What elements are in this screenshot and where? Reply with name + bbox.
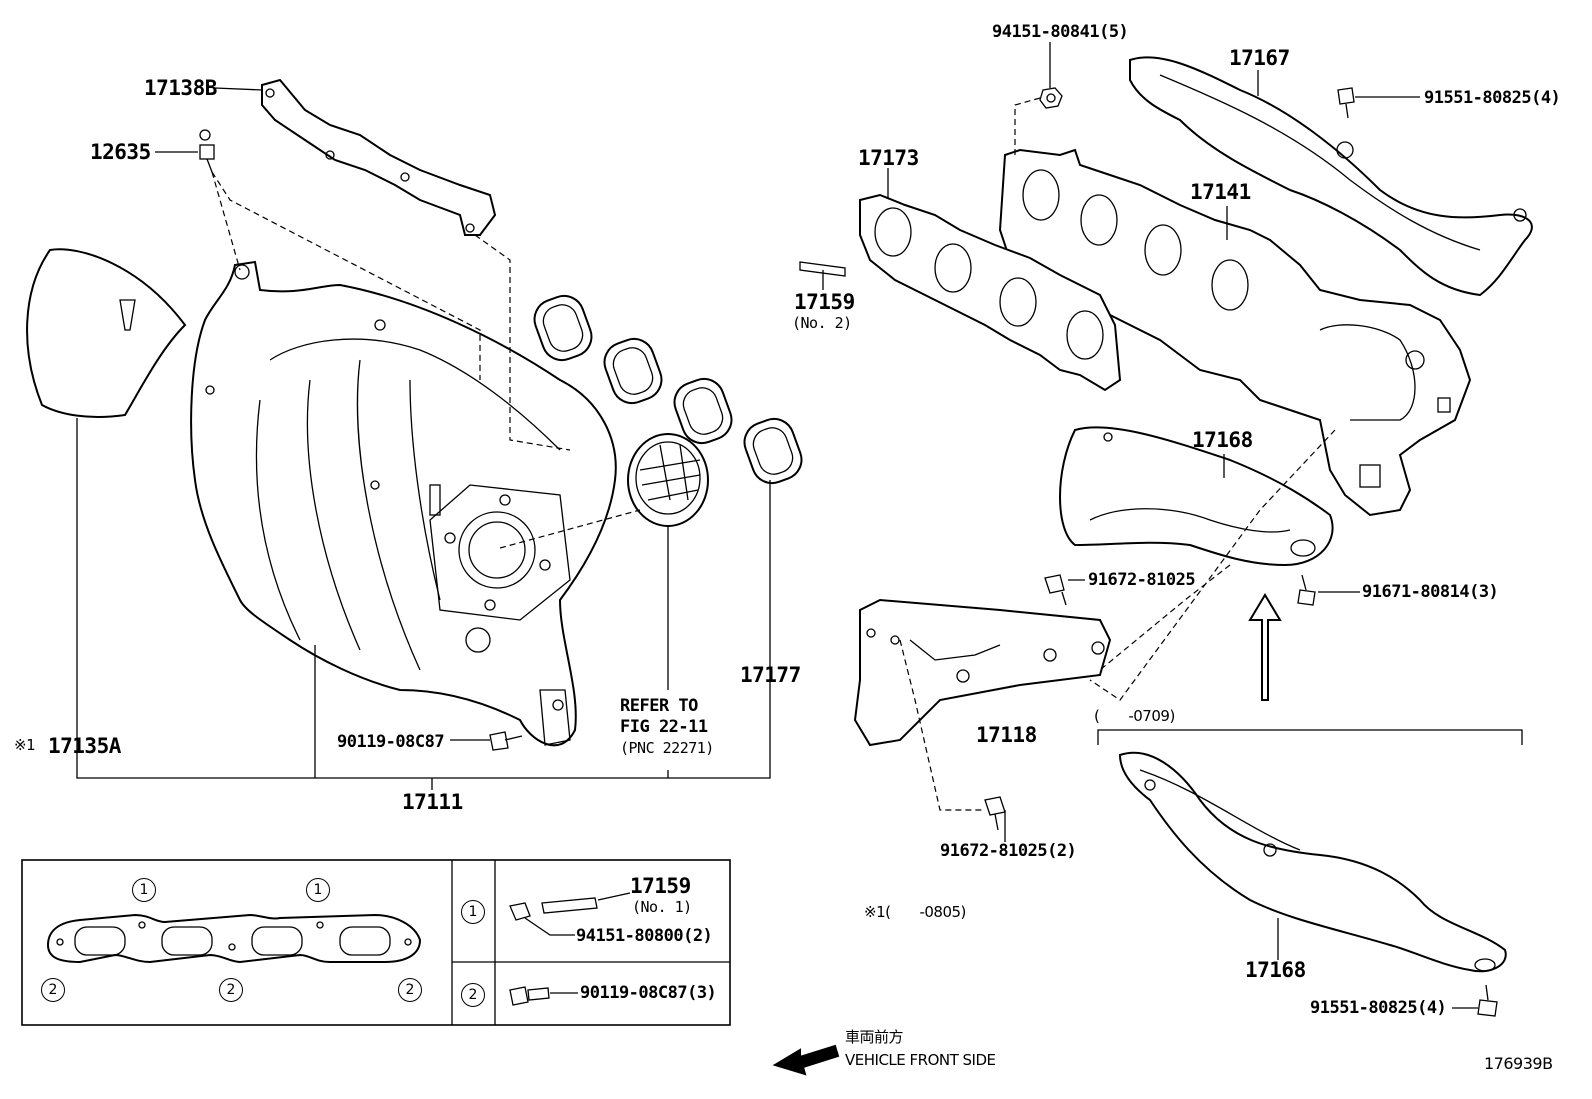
label-17159-top: 17159: [794, 290, 855, 314]
direction-en: VEHICLE FRONT SIDE: [845, 1051, 996, 1069]
refer-line-2: FIG 22-11: [620, 717, 708, 737]
gasket-17177: [533, 294, 803, 485]
legend-90119-08C87: 90119-08C87(3): [580, 983, 717, 1003]
legend-row-1-marker: 1: [461, 900, 485, 924]
label-91672-81025-b: 91672-81025(2): [940, 841, 1077, 861]
legend-row-2-marker: 2: [461, 983, 485, 1007]
arrow-up-icon: [1248, 593, 1282, 701]
heat-insulator-17168-top: [1059, 426, 1334, 567]
label-17177: 17177: [740, 663, 801, 687]
heat-insulator-17168-bottom: [1118, 751, 1507, 973]
bracket-17138B: [261, 78, 497, 236]
figure-id: 176939B: [1484, 1054, 1553, 1073]
engine-cover-17135A: [26, 248, 187, 418]
legend-circle-1a: 1: [132, 878, 156, 902]
label-12635: 12635: [90, 140, 151, 164]
exhaust-stay-17118: [853, 598, 1112, 747]
legend-box: [21, 859, 731, 1026]
label-17168-bottom: 17168: [1245, 958, 1306, 982]
label-17135A: 17135A: [48, 734, 121, 758]
label-17167: 17167: [1229, 46, 1290, 70]
date-range-0709: ( -0709): [1094, 707, 1175, 725]
exhaust-manifold-17141: [998, 148, 1472, 517]
legend-17159-sub: (No. 1): [632, 898, 692, 916]
label-91551-80825-top: 91551-80825(4): [1424, 88, 1561, 108]
label-17111: 17111: [402, 790, 463, 814]
refer-line-1: REFER TO: [620, 696, 698, 716]
direction-jp: 車両前方: [845, 1028, 904, 1046]
legend-circle-1b: 1: [306, 878, 330, 902]
legend-94151-80800: 94151-80800(2): [576, 926, 713, 946]
label-17168-top: 17168: [1192, 428, 1253, 452]
label-17173: 17173: [858, 146, 919, 170]
label-90119-08C87: 90119-08C87: [337, 732, 445, 752]
label-17141: 17141: [1190, 180, 1251, 204]
label-91671-80814: 91671-80814(3): [1362, 582, 1499, 602]
legend-circle-2b: 2: [219, 978, 243, 1002]
vehicle-front-arrow-icon: [772, 1044, 840, 1076]
label-91551-80825-bottom: 91551-80825(4): [1310, 998, 1447, 1018]
refer-line-3: (PNC 22271): [620, 739, 714, 757]
legend-circle-2c: 2: [398, 978, 422, 1002]
label-17118: 17118: [976, 723, 1037, 747]
legend-17159: 17159: [630, 874, 691, 898]
legend-circle-2a: 2: [41, 978, 65, 1002]
note-0805: ※1( -0805): [864, 903, 966, 921]
gasket-17173: [859, 193, 1122, 392]
label-17138B: 17138B: [144, 76, 217, 100]
label-91672-81025-a: 91672-81025: [1088, 570, 1196, 590]
label-17159-top-sub: (No. 2): [792, 314, 852, 332]
heat-insulator-17167: [1129, 56, 1533, 297]
label-94151-80841: 94151-80841(5): [992, 22, 1129, 42]
note-mark-1: ※1: [14, 736, 36, 754]
